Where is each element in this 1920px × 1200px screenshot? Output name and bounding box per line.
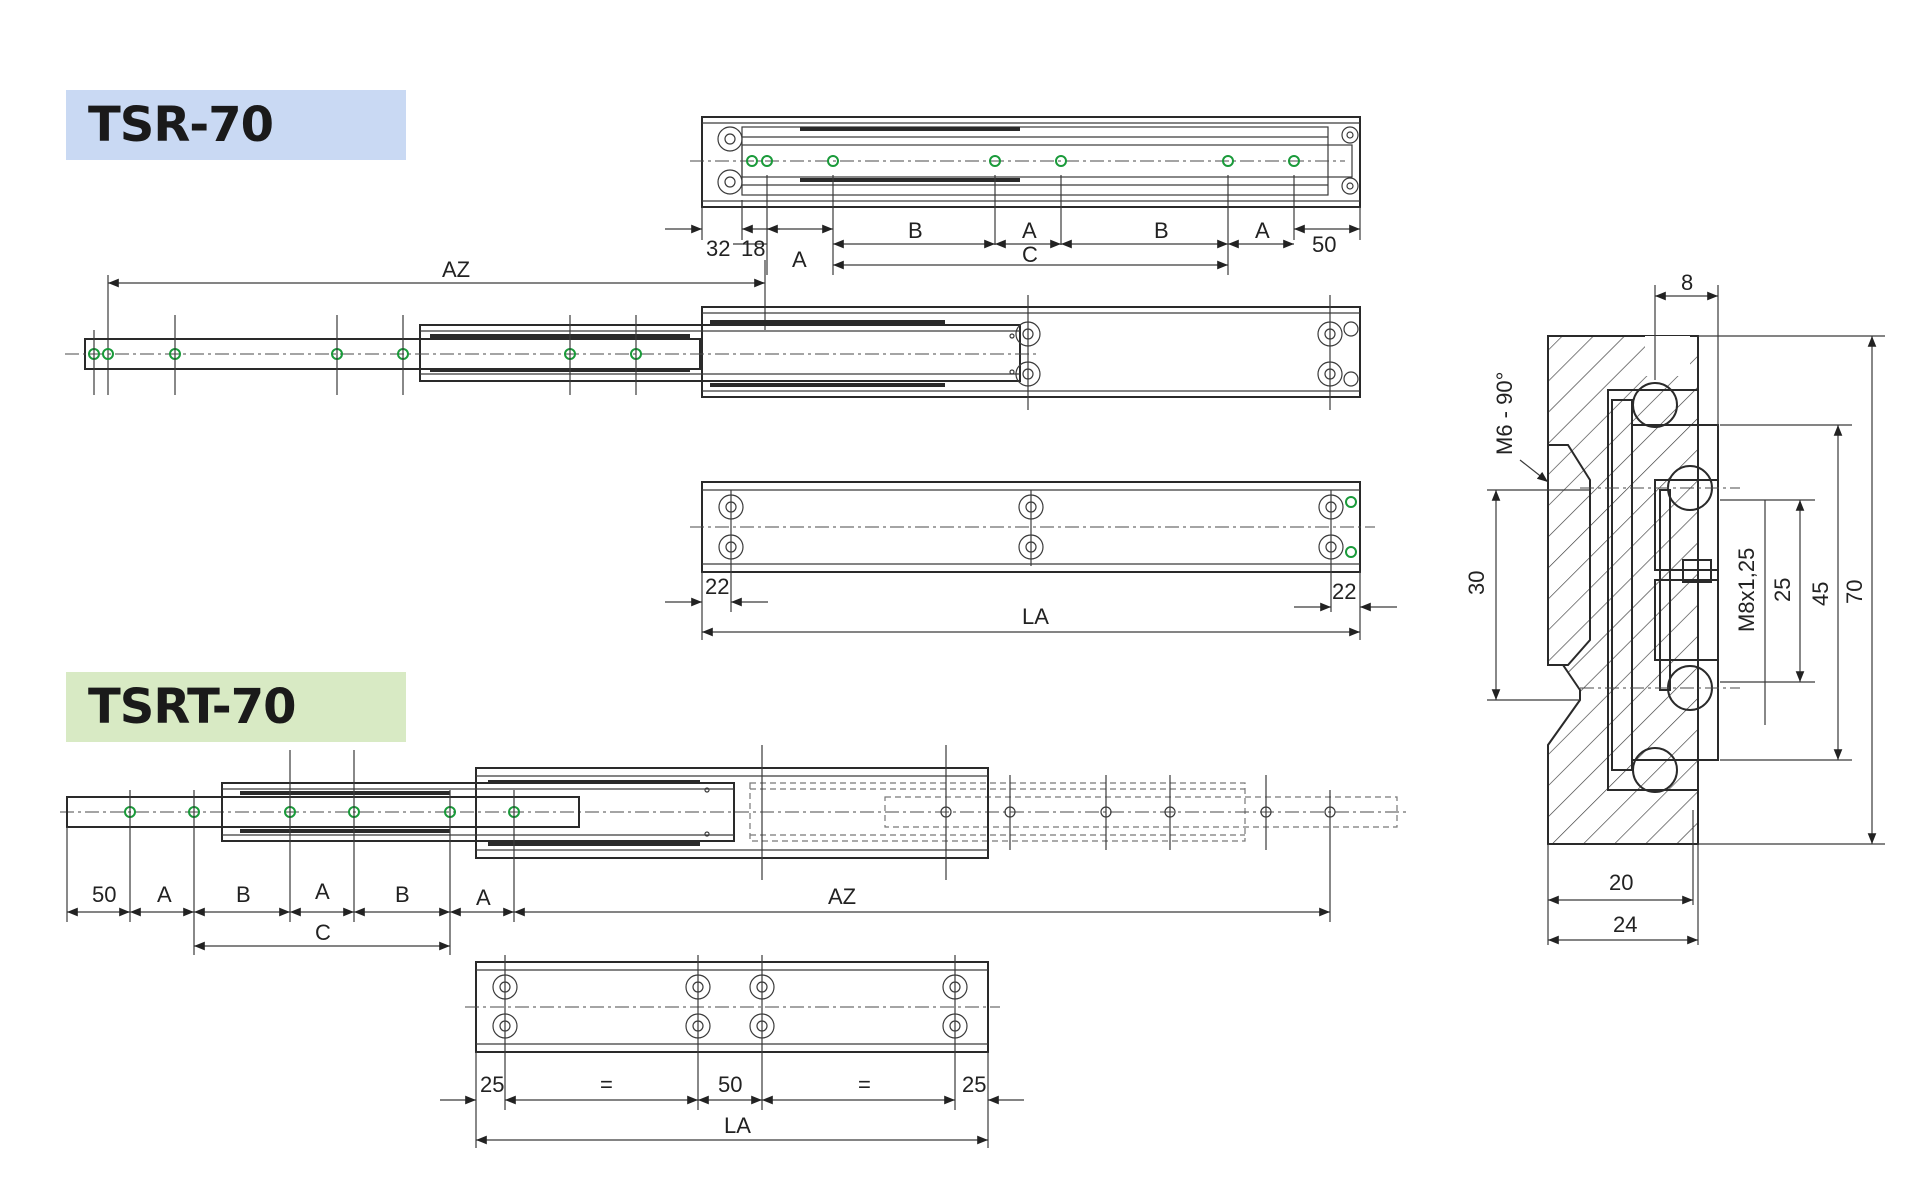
dim-b-1: B	[908, 218, 923, 243]
cross-section-view	[1487, 285, 1885, 945]
dim-45: 45	[1808, 582, 1833, 606]
dim-b-2: B	[1154, 218, 1169, 243]
dim-25-section: 25	[1770, 578, 1795, 602]
dim-c-tsrt: C	[315, 920, 331, 945]
tsrt-top-dimension-labels: 50 A B A B A AZ C	[92, 879, 856, 945]
dim-m8: M8x1,25	[1734, 548, 1759, 632]
dim-50-tsrt-bottom: 50	[718, 1072, 742, 1097]
tsr-top-rail-view	[665, 116, 1361, 275]
tsr-extended-rail-view	[65, 260, 1361, 410]
dim-m6: M6 - 90°	[1492, 372, 1517, 455]
dim-a-3-tsrt: A	[476, 885, 491, 910]
dim-20: 20	[1609, 870, 1633, 895]
dim-c: C	[1022, 242, 1038, 267]
dim-eq-right: =	[858, 1072, 871, 1097]
dim-22-right: 22	[1332, 579, 1356, 604]
dim-a-1-tsrt: A	[157, 882, 172, 907]
tsrt-extended-rail-view	[60, 745, 1410, 955]
dim-32: 32	[706, 236, 730, 261]
dim-eq-left: =	[600, 1072, 613, 1097]
tsr-top-dimension-labels: 32 18 A B A B A 50 C	[706, 218, 1336, 272]
tsrt-bottom-dimension-labels: 25 = 50 = 25 LA	[480, 1072, 986, 1138]
dim-18: 18	[741, 236, 765, 261]
section-dimension-labels: 8 M6 - 90° 30 M8x1,25 25 45 70 20 24	[1464, 270, 1867, 937]
tsr-title: TSR-70	[88, 97, 274, 153]
dim-b-2-tsrt: B	[395, 882, 410, 907]
tsrt-mounting-view	[440, 955, 1024, 1148]
dim-8: 8	[1681, 270, 1693, 295]
dim-a-2: A	[1022, 218, 1037, 243]
dim-a-3: A	[1255, 218, 1270, 243]
tsr-bottom-dimension-labels: 22 22 LA	[705, 574, 1356, 629]
dim-30: 30	[1464, 571, 1489, 595]
dim-a-2-tsrt: A	[315, 879, 330, 904]
dim-25-right: 25	[962, 1072, 986, 1097]
dim-22-left: 22	[705, 574, 729, 599]
dim-la-tsrt: LA	[724, 1113, 751, 1138]
dim-70: 70	[1842, 580, 1867, 604]
dim-25-left: 25	[480, 1072, 504, 1097]
dim-a-1: A	[792, 247, 807, 272]
tsrt-title: TSRT-70	[88, 679, 297, 735]
dim-50: 50	[1312, 232, 1336, 257]
dim-24: 24	[1613, 912, 1637, 937]
tsr-title-box: TSR-70	[66, 90, 406, 160]
dim-az-tsrt: AZ	[828, 884, 856, 909]
tsr-mounting-view	[665, 481, 1397, 640]
dim-b-1-tsrt: B	[236, 882, 251, 907]
dim-50-tsrt: 50	[92, 882, 116, 907]
dim-az-tsr: AZ	[442, 257, 470, 282]
tsrt-title-box: TSRT-70	[66, 672, 406, 742]
dim-la-tsr: LA	[1022, 604, 1049, 629]
